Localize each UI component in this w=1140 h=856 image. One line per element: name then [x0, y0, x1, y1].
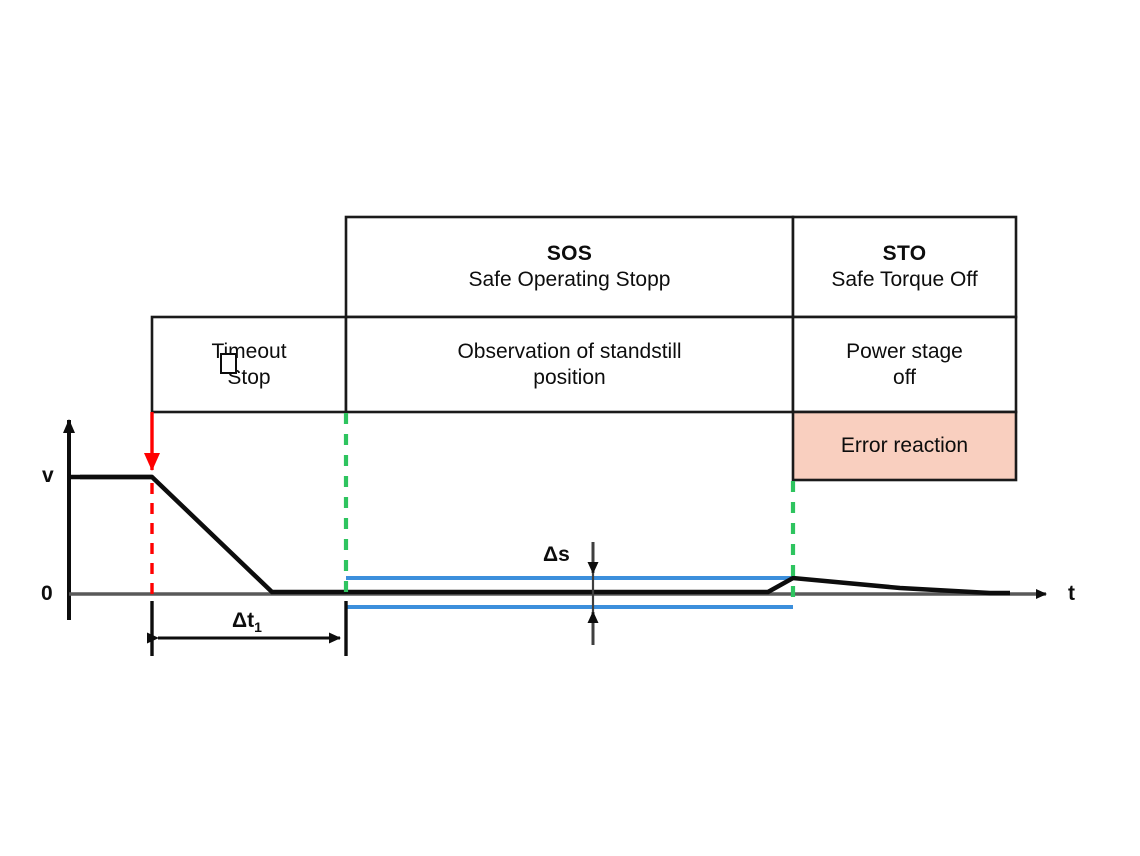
delta-s-label: Δs [543, 543, 570, 566]
error-reaction-cell [791, 410, 1018, 482]
phase-header-cell-sos [344, 215, 795, 319]
phase-header-cell-sto [791, 215, 1018, 319]
phase-table-header-row [344, 215, 1018, 319]
velocity-trace [69, 474, 1010, 596]
phase-action-cell-timeout [150, 315, 348, 414]
delta-t1-label-main: Δt [232, 609, 255, 632]
phase-boundary-markers [343, 413, 796, 601]
phase-action-cell-power-stage [791, 315, 1018, 414]
tolerance-band [346, 576, 793, 609]
delta-t1-label: Δt1 [232, 609, 262, 635]
phase-table-action-row [150, 315, 1018, 414]
velocity-curve [69, 474, 1010, 596]
error-reaction-row [791, 410, 1018, 482]
x-axis-label-t: t [1068, 582, 1075, 605]
phase-action-cell-observation [344, 315, 795, 414]
y-axis-label-zero: 0 [41, 582, 53, 605]
delta-t1-label-sub: 1 [254, 619, 262, 636]
delta-t1-dimension [147, 601, 348, 656]
y-axis-label-v: v [42, 464, 54, 487]
